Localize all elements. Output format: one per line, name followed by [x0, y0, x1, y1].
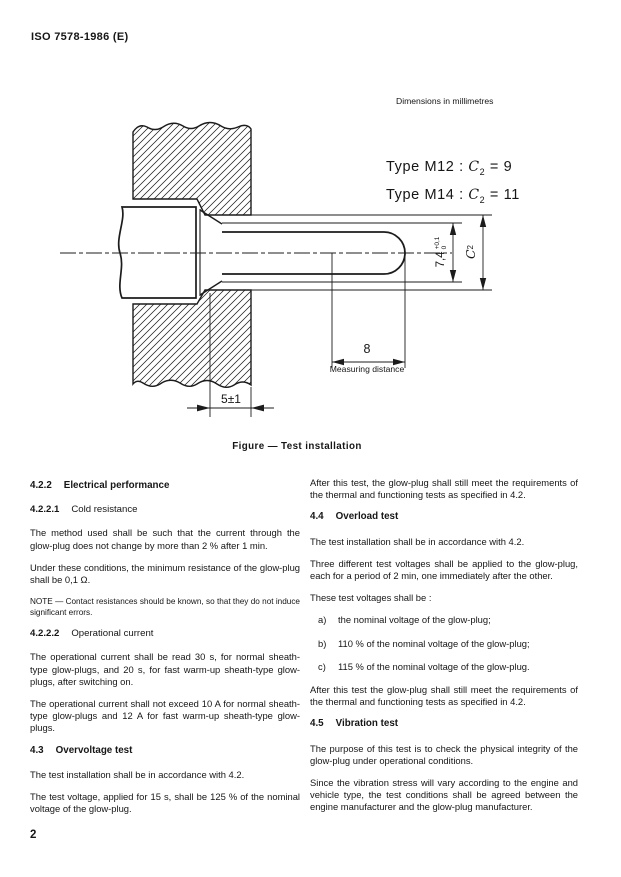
page-number: 2 [30, 829, 37, 841]
list-item-a: a)the nominal voltage of the glow-plug; [318, 614, 491, 626]
paragraph: These test voltages shall be : [310, 592, 432, 604]
paragraph: The operational current shall be read 30… [30, 651, 300, 687]
paragraph: The test voltage, applied for 15 s, shal… [30, 791, 300, 815]
column-right: After this test, the glow-plug shall sti… [310, 477, 578, 824]
paragraph: Under these conditions, the minimum resi… [30, 561, 300, 586]
note: NOTE — Contact resistances should be kno… [30, 597, 300, 618]
upper-wall-section [132, 121, 252, 216]
list-item-c: c)115 % of the nominal voltage of the gl… [318, 660, 530, 672]
measuring-distance-label: Measuring distance [329, 364, 405, 374]
paragraph: Three different test voltages shall be a… [310, 557, 578, 582]
document-reference: ISO 7578-1986 (E) [31, 31, 129, 43]
figure-caption: Figure — Test installation [232, 441, 362, 452]
paragraph: After this test the glow-plug shall stil… [310, 684, 578, 708]
type-m12-label: Type M12 : C2 = 9 [386, 159, 513, 177]
type-m14-label: Type M14 : C2 = 11 [386, 186, 520, 205]
measuring-distance-value: 8 [363, 342, 371, 356]
lower-wall-section [132, 289, 252, 388]
dimensions-note: Dimensions in millimetres [396, 96, 494, 106]
paragraph: The purpose of this test is to check the… [310, 742, 578, 766]
paragraph: After this test, the glow-plug shall sti… [310, 477, 578, 501]
depth-dimension-label: 5±1 [221, 392, 241, 406]
paragraph: Since the vibration stress will vary acc… [310, 777, 578, 813]
paragraph: The test installation shall be in accord… [30, 768, 245, 780]
list-item-b: b)110 % of the nominal voltage of the gl… [318, 637, 530, 649]
test-installation-drawing [60, 121, 492, 417]
paragraph: The method used shall be such that the c… [30, 527, 300, 551]
paragraph: The operational current shall not exceed… [30, 698, 300, 734]
glow-plug-head [117, 206, 197, 299]
type-labels: Type M12 : C2 = 9 Type M14 : C2 = 11 [386, 156, 520, 212]
paragraph: The test installation shall be in accord… [310, 535, 525, 547]
